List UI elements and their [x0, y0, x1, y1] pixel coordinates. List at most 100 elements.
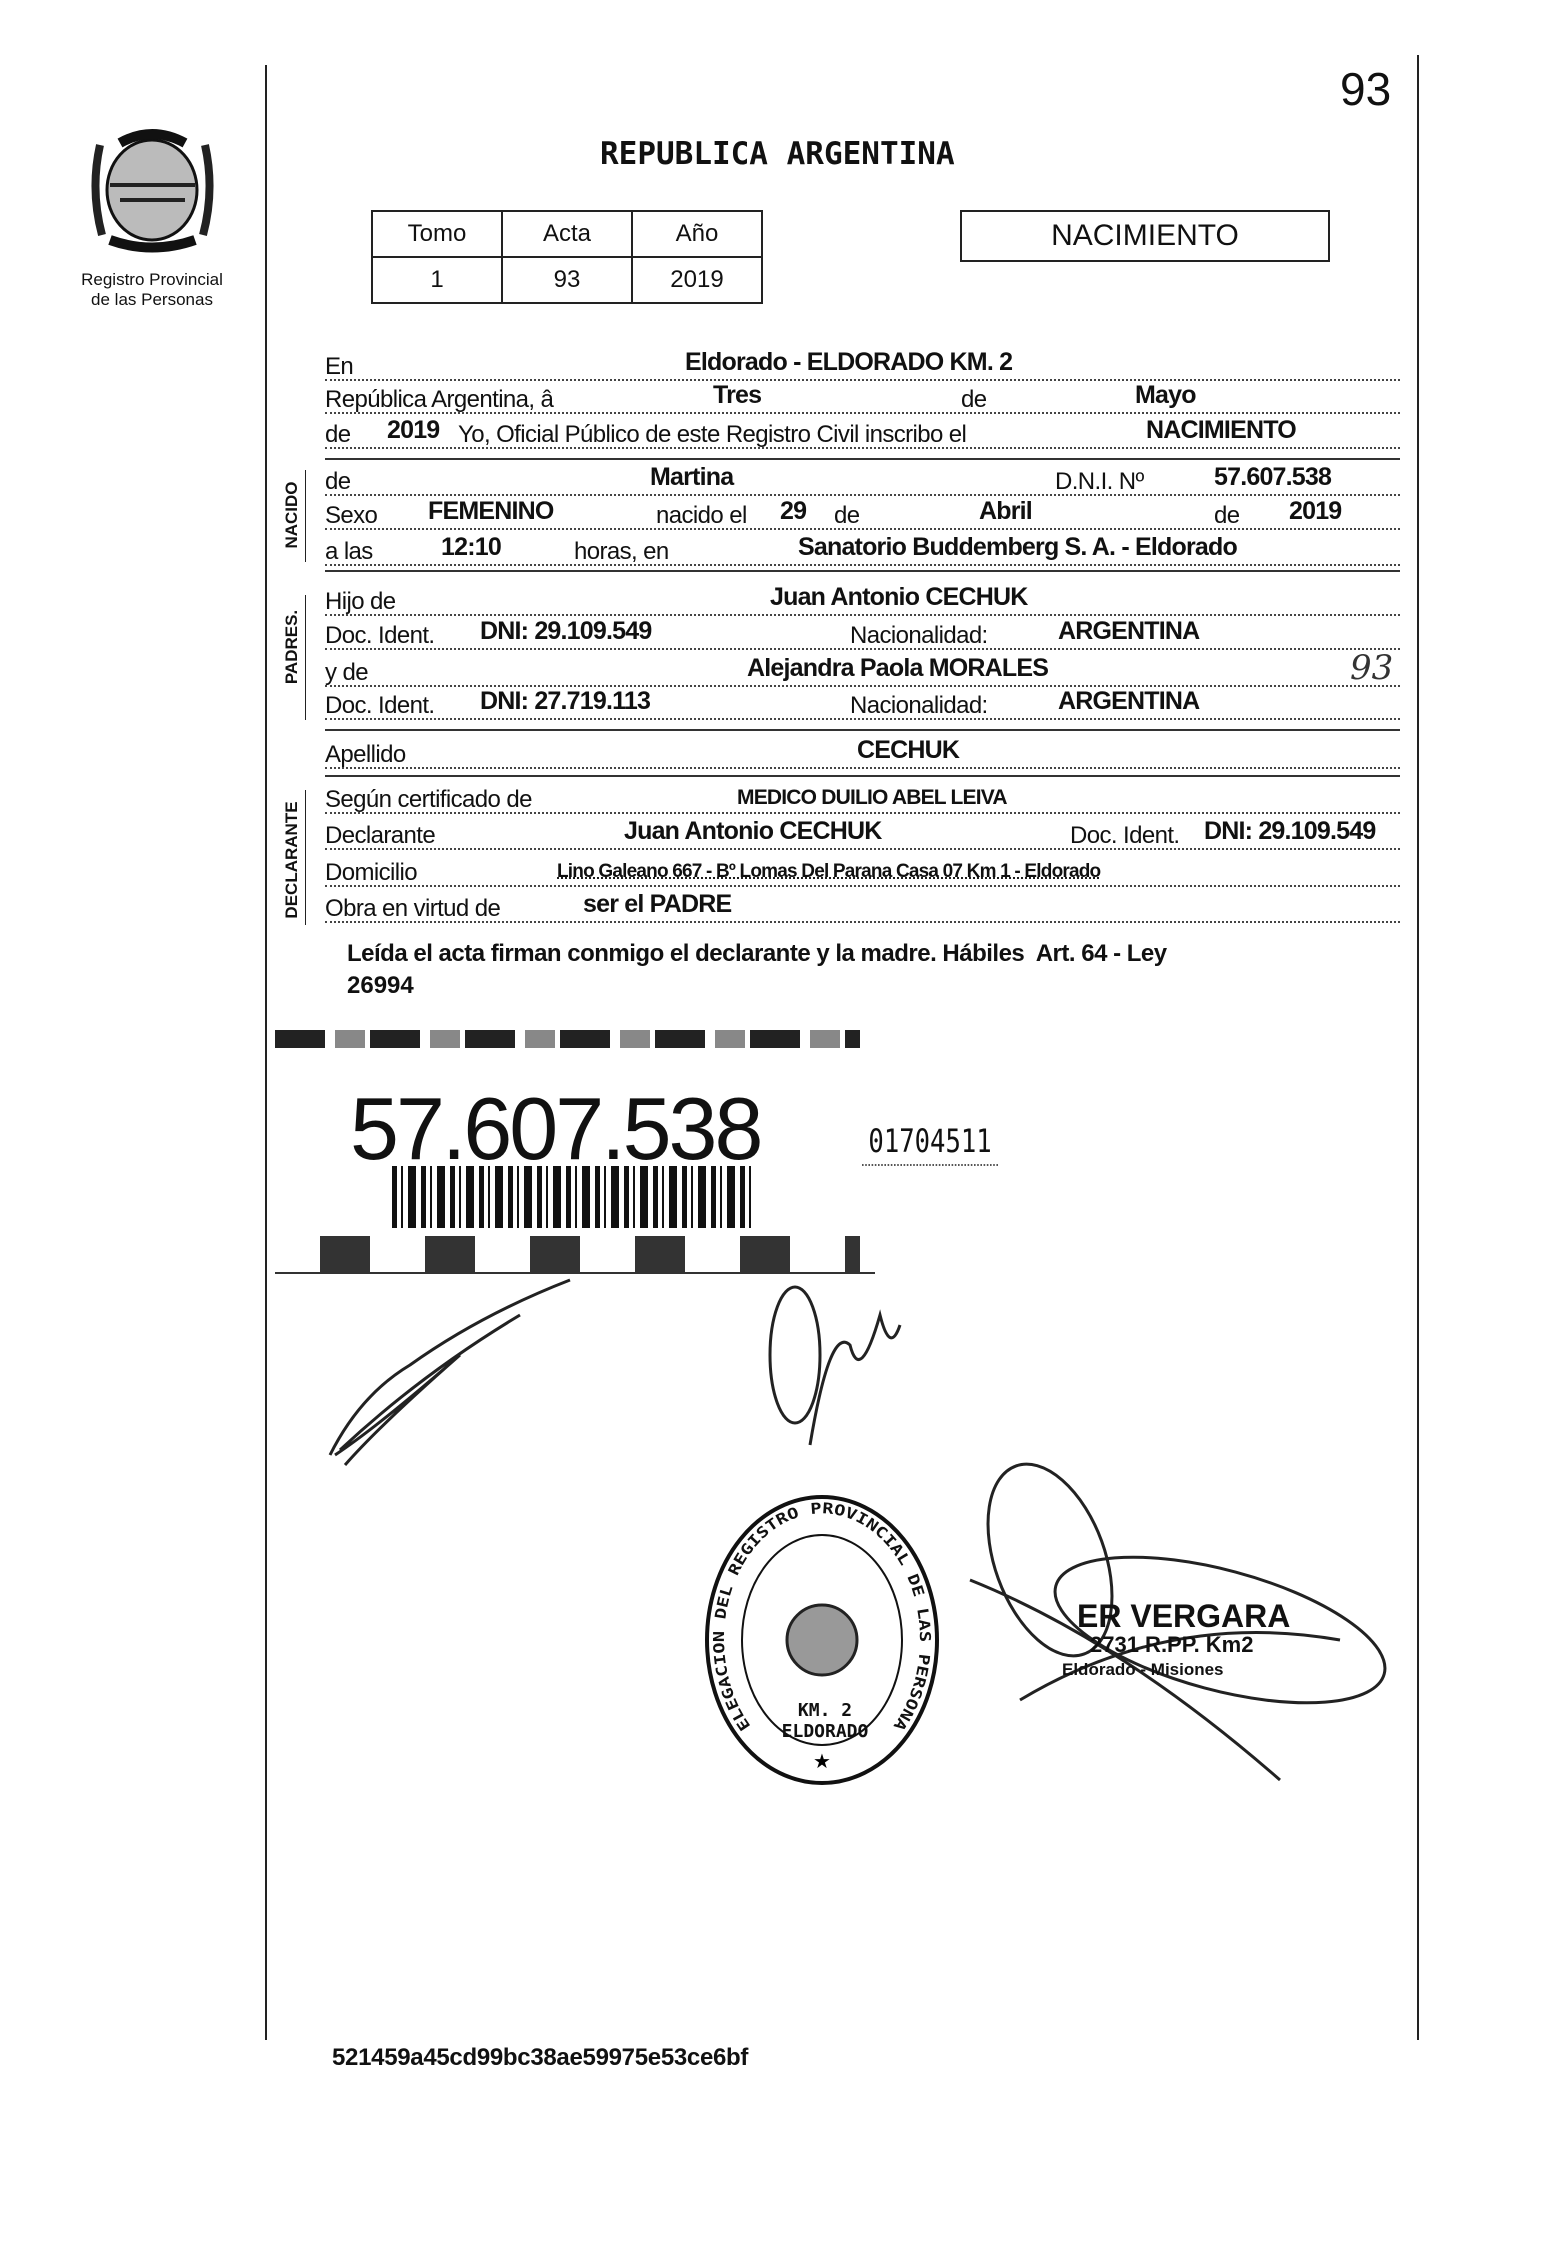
act-type-box: NACIMIENTO — [960, 210, 1330, 262]
label-nacionalidad: Nacionalidad: — [850, 624, 992, 648]
misiones-seal-icon — [91, 129, 214, 253]
label-en: En — [325, 355, 358, 379]
divider — [325, 775, 1400, 777]
row-madre-doc: Doc. Ident. DNI: 27.719.113 Nacionalidad… — [325, 684, 1400, 720]
value-capacity: ser el PADRE — [583, 890, 732, 918]
label-sexo: Sexo — [325, 504, 382, 528]
label-de: de — [1214, 504, 1244, 528]
label-de: de — [325, 470, 355, 494]
value-birth-place: Sanatorio Buddemberg S. A. - Eldorado — [798, 533, 1238, 561]
divider — [275, 1272, 875, 1274]
row-sexo: Sexo FEMENINO nacido el 29 de Abril de 2… — [325, 494, 1400, 530]
document-hash: 521459a45cd99bc38ae59975e53ce6bf — [332, 2044, 749, 2071]
value-address: Lino Galeano 667 - Bº Lomas Del Parana C… — [557, 861, 1101, 882]
label-inscribo: Yo, Oficial Público de este Registro Civ… — [458, 423, 971, 447]
value-mother-dni: DNI: 27.719.113 — [480, 687, 651, 715]
signature-left — [328, 1278, 571, 1466]
row-padre: Hijo de Juan Antonio CECHUK — [325, 580, 1400, 616]
barcode — [392, 1166, 752, 1228]
right-margin-line — [1417, 55, 1419, 2040]
value-father-nationality: ARGENTINA — [1058, 617, 1200, 645]
label-hijo-de: Hijo de — [325, 590, 400, 614]
document-title: REPUBLICA ARGENTINA — [600, 136, 955, 172]
divider — [325, 458, 1400, 460]
padres-bracket — [305, 595, 306, 720]
value-act-type: NACIMIENTO — [1146, 416, 1297, 444]
closing-statement-2: 26994 — [347, 972, 414, 999]
label-de: de — [325, 423, 355, 447]
value-father: Juan Antonio CECHUK — [770, 583, 1028, 611]
value-birth-year: 2019 — [1289, 497, 1342, 525]
label-republica: República Argentina, â — [325, 388, 558, 412]
row-certificado: Según certificado de MEDICO DUILIO ABEL … — [325, 778, 1400, 814]
security-band-bottom — [275, 1236, 860, 1272]
value-place: Eldorado - ELDORADO KM. 2 — [685, 348, 1013, 376]
acta-header: Acta — [501, 210, 633, 258]
value-birth-month: Abril — [979, 497, 1033, 525]
label-de: de — [834, 504, 864, 528]
row-fecha: República Argentina, â Tres de Mayo — [325, 378, 1400, 414]
row-domicilio: Domicilio Lino Galeano 667 - Bº Lomas De… — [325, 851, 1400, 887]
row-madre: y de Alejandra Paola MORALES 93 — [325, 651, 1400, 687]
closing-statement-1: Leída el acta firman conmigo el declaran… — [347, 940, 1167, 967]
row-anio: de 2019 Yo, Oficial Público de este Regi… — [325, 413, 1400, 449]
label-doc-ident: Doc. Ident. — [325, 694, 439, 718]
label-dni: D.N.I. Nº — [1055, 470, 1148, 494]
value-father-dni: DNI: 29.109.549 — [480, 617, 652, 645]
value-day: Tres — [713, 381, 762, 409]
row-apellido: Apellido CECHUK — [325, 733, 1400, 769]
label-domicilio: Domicilio — [325, 861, 421, 885]
value-dni: 57.607.538 — [1214, 463, 1332, 491]
registry-seal-stamp: DELEGACION DEL REGISTRO PROVINCIAL DE LA… — [700, 1490, 939, 1785]
anio-value: 2019 — [631, 256, 763, 304]
acta-value: 93 — [501, 256, 633, 304]
province-logo — [80, 125, 225, 255]
value-declarant: Juan Antonio CECHUK — [624, 817, 882, 845]
logo-caption-1: Registro Provincial — [81, 270, 223, 289]
value-sex: FEMENINO — [428, 497, 554, 525]
id-number: 57.607.538 — [350, 1079, 763, 1178]
signature-right — [969, 1462, 1387, 1782]
row-padre-doc: Doc. Ident. DNI: 29.109.549 Nacionalidad… — [325, 614, 1400, 650]
row-hora: a las 12:10 horas, en Sanatorio Buddembe… — [325, 530, 1400, 566]
label-de: de — [961, 388, 991, 412]
row-nombre: de Martina D.N.I. Nº 57.607.538 — [325, 460, 1400, 496]
value-certifier: MEDICO DUILIO ABEL LEIVA — [737, 786, 1008, 809]
tomo-value: 1 — [371, 256, 503, 304]
seal-inner-text: KM. 2 ELDORADO — [781, 1700, 869, 1742]
value-month: Mayo — [1135, 381, 1197, 409]
officer-stamp-id: 2731 R.PP. Km2 — [1090, 1632, 1254, 1657]
label-a-las: a las — [325, 540, 377, 564]
serial-number: 01704511 — [862, 1118, 999, 1166]
row-en: En Eldorado - ELDORADO KM. 2 — [325, 345, 1400, 381]
nacido-bracket — [305, 470, 306, 562]
page-number: 93 — [1340, 63, 1392, 115]
label-segun-certificado: Según certificado de — [325, 788, 536, 812]
value-mother: Alejandra Paola MORALES — [747, 654, 1049, 682]
declarante-bracket — [305, 790, 306, 925]
register-table: Tomo Acta Año 1 93 2019 — [371, 210, 763, 304]
divider — [325, 570, 1400, 572]
value-mother-nationality: ARGENTINA — [1058, 687, 1200, 715]
label-doc-ident: Doc. Ident. — [1070, 824, 1184, 848]
handwritten-margin-note: 93 — [1350, 648, 1394, 688]
value-surname: CECHUK — [857, 736, 960, 764]
anio-header: Año — [631, 210, 763, 258]
side-label-padres: PADRES. — [282, 609, 301, 685]
label-apellido: Apellido — [325, 743, 410, 767]
label-nacido-el: nacido el — [656, 504, 751, 528]
row-declarante: Declarante Juan Antonio CECHUK Doc. Iden… — [325, 814, 1400, 850]
label-nacionalidad: Nacionalidad: — [850, 694, 992, 718]
row-obra: Obra en virtud de ser el PADRE — [325, 887, 1400, 923]
side-label-nacido: NACIDO — [282, 481, 301, 549]
label-y-de: y de — [325, 661, 372, 685]
left-margin-line — [265, 65, 267, 2040]
label-obra-en-virtud: Obra en virtud de — [325, 897, 505, 921]
officer-stamp-place: Eldorado - Misiones — [1062, 1660, 1224, 1679]
security-band-top — [275, 1030, 860, 1048]
label-declarante: Declarante — [325, 824, 440, 848]
label-horas: horas, en — [574, 540, 673, 564]
signature-middle — [768, 1285, 902, 1446]
tomo-header: Tomo — [371, 210, 503, 258]
officer-stamp-name: ER VERGARA — [1077, 1598, 1291, 1634]
